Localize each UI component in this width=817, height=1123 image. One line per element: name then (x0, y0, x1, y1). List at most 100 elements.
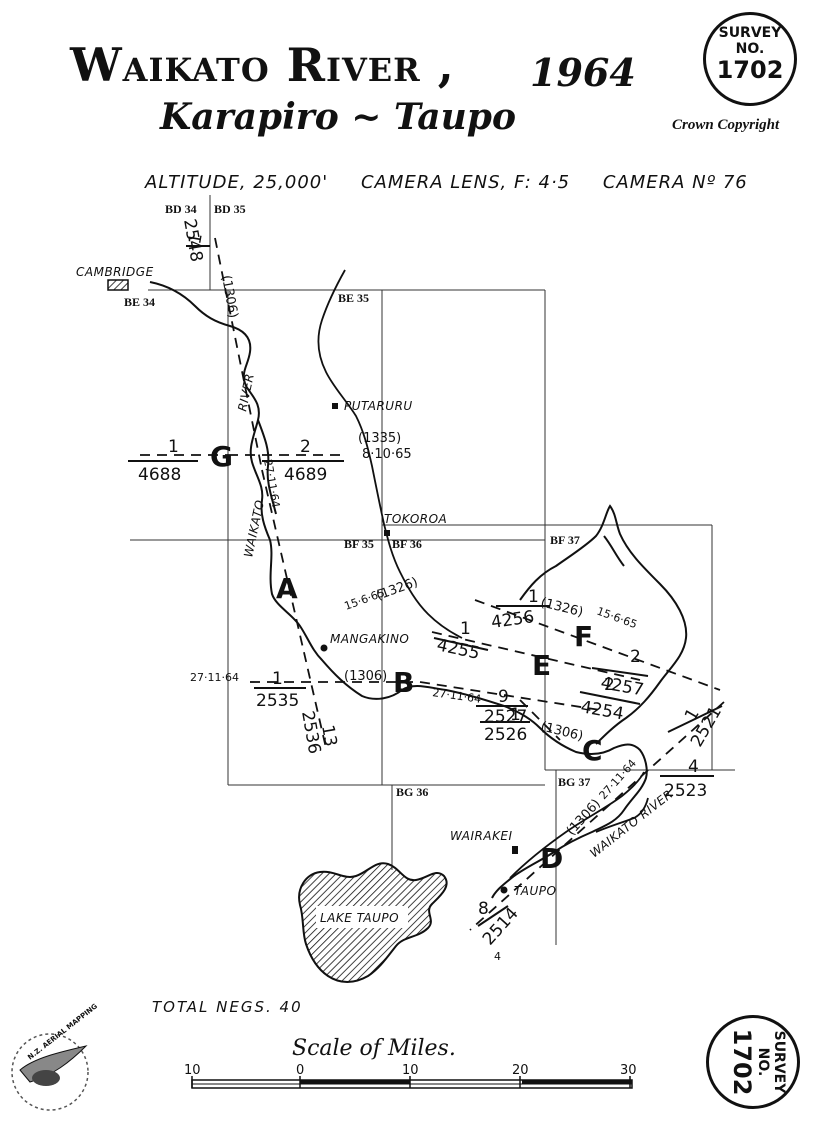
label-1306-top: (1306) (218, 274, 240, 319)
label-1306-b: (1306) (344, 669, 387, 684)
sheet-bg37: BG 37 (558, 775, 590, 789)
scale-tick-30: 30 (620, 1063, 637, 1078)
scale-title: Scale of Miles. (292, 1036, 456, 1061)
sheet-be35: BE 35 (338, 291, 369, 305)
label-e-1: 1 (460, 619, 471, 639)
label-d-4: 4 (688, 757, 699, 777)
label-2536: 2536 (297, 709, 324, 755)
label-g-right-den: 4689 (284, 465, 327, 485)
run-e: E (532, 649, 551, 682)
flight-runs (140, 237, 725, 931)
label-b-1: 1 (272, 669, 283, 689)
run-b: B (393, 666, 414, 699)
survey-stamp-top: SURVEY NO. 1702 (703, 12, 797, 106)
run-f: F (574, 620, 593, 653)
total-negatives: TOTAL NEGS. 40 (152, 998, 303, 1016)
lens-spec: CAMERA LENS, F: 4·5 (360, 172, 571, 193)
label-taupo: TAUPO (514, 884, 556, 898)
waikato-river (149, 281, 648, 899)
stamp-line-no: NO. (735, 41, 765, 57)
label-2527: 2527 (484, 707, 527, 727)
label-b-date: 27·11·64 (432, 686, 482, 706)
stamp-bottom-line-survey: SURVEY (771, 1030, 787, 1094)
label-date-15-6-65-a: 15·6·65 (343, 586, 387, 613)
label-date-8-10-65: 8·10·65 (362, 447, 412, 462)
flight-specs: ALTITUDE, 25,000' CAMERA LENS, F: 4·5 CA… (145, 172, 774, 193)
cambridge-marker (107, 279, 129, 291)
wairakei-river-arm (509, 771, 649, 879)
label-f-2: 2 (630, 647, 641, 667)
scale-tick-20: 20 (512, 1063, 529, 1078)
sheet-bg36: BG 36 (396, 785, 428, 799)
sheet-bf35: BF 35 (344, 537, 374, 551)
taupo-marker (500, 886, 508, 894)
label-2535: 2535 (256, 691, 299, 711)
label-e-9: 9 (498, 687, 509, 707)
label-1306-d: (1306) (564, 797, 604, 839)
stamp-line-survey: SURVEY (718, 25, 782, 41)
putaruru-marker (332, 403, 338, 409)
map-year: 1964 (530, 50, 636, 95)
survey-stamp-bottom: SURVEY NO. 1702 (706, 1015, 800, 1109)
label-2548: 2548 (179, 217, 206, 263)
label-river: RIVER (235, 372, 257, 413)
label-tokoroa: TOKOROA (384, 512, 447, 526)
label-date-15-6-65-b: 15·6·65 (595, 605, 639, 632)
sheet-be34: BE 34 (124, 295, 155, 309)
lake-label-bg (316, 906, 408, 928)
putaruru-stream (317, 269, 463, 639)
run-g: G (210, 440, 233, 473)
stamp-line-number: 1702 (716, 56, 784, 84)
wairakei-marker (512, 846, 518, 854)
run-a: A (276, 572, 298, 605)
map-subtitle: Karapiro ~ Taupo (160, 96, 516, 138)
label-mangakino: MANGAKINO (330, 632, 409, 646)
scale-bar: 10 0 10 20 30 (184, 1063, 637, 1089)
mangakino-marker (320, 644, 328, 652)
label-cambridge: CAMBRIDGE (76, 265, 154, 279)
stamp-bottom-line-number: 1702 (728, 1028, 756, 1096)
stamp-bottom-line-no: NO. (755, 1047, 771, 1077)
sheet-grid (130, 195, 735, 945)
label-1335: (1335) (358, 431, 401, 446)
label-f-1: 1 (528, 587, 539, 607)
label-4255: 4255 (435, 635, 481, 664)
label-d-date: 27·11·64 (597, 757, 639, 802)
camera-spec: CAMERA Nº 76 (602, 172, 748, 193)
run-c: C (582, 734, 603, 767)
label-c-1: 1 (510, 705, 521, 725)
label-e-2: 2 (604, 675, 615, 695)
altitude-spec: ALTITUDE, 25,000' (145, 172, 329, 193)
label-g-left-den: 4688 (138, 465, 181, 485)
reservoir-outline (519, 504, 688, 745)
label-4254: 4254 (579, 697, 625, 724)
sheet-bd35: BD 35 (214, 202, 246, 216)
copyright-note: Crown Copyright (672, 117, 780, 133)
label-4256: 4256 (490, 607, 536, 633)
label-d-small: 4 (494, 950, 501, 963)
label-b-13: 13 (317, 723, 340, 748)
label-top-1: 1 (185, 232, 207, 246)
label-g-right-num: 2 (300, 437, 311, 457)
label-putaruru: PUTARURU (344, 399, 413, 413)
tokoroa-marker (384, 530, 390, 536)
sheet-bd34: BD 34 (165, 202, 197, 216)
map-title: Waikato River , (70, 38, 455, 92)
label-waikato: WAIKATO (241, 498, 267, 558)
nz-aerial-mapping-logo: N.Z. AERIAL MAPPING (11, 1002, 99, 1111)
run-d: D (540, 842, 563, 875)
sheet-bf37: BF 37 (550, 533, 580, 547)
label-date-27-11-64-left: 27·11·64 (190, 671, 239, 684)
label-2526: 2526 (484, 725, 527, 745)
label-d-8: 8 (478, 899, 489, 919)
scale-tick-0: 0 (296, 1063, 304, 1078)
label-1306-c: (1306) (539, 719, 585, 744)
towns (107, 279, 518, 894)
label-lake-taupo: LAKE TAUPO (320, 911, 399, 925)
fraction-bars (128, 245, 723, 927)
label-1326-b: (1326) (539, 595, 585, 620)
label-2523: 2523 (664, 781, 707, 801)
label-wairakei: WAIRAKEI (450, 829, 513, 843)
sheet-bf36: BF 36 (392, 537, 422, 551)
